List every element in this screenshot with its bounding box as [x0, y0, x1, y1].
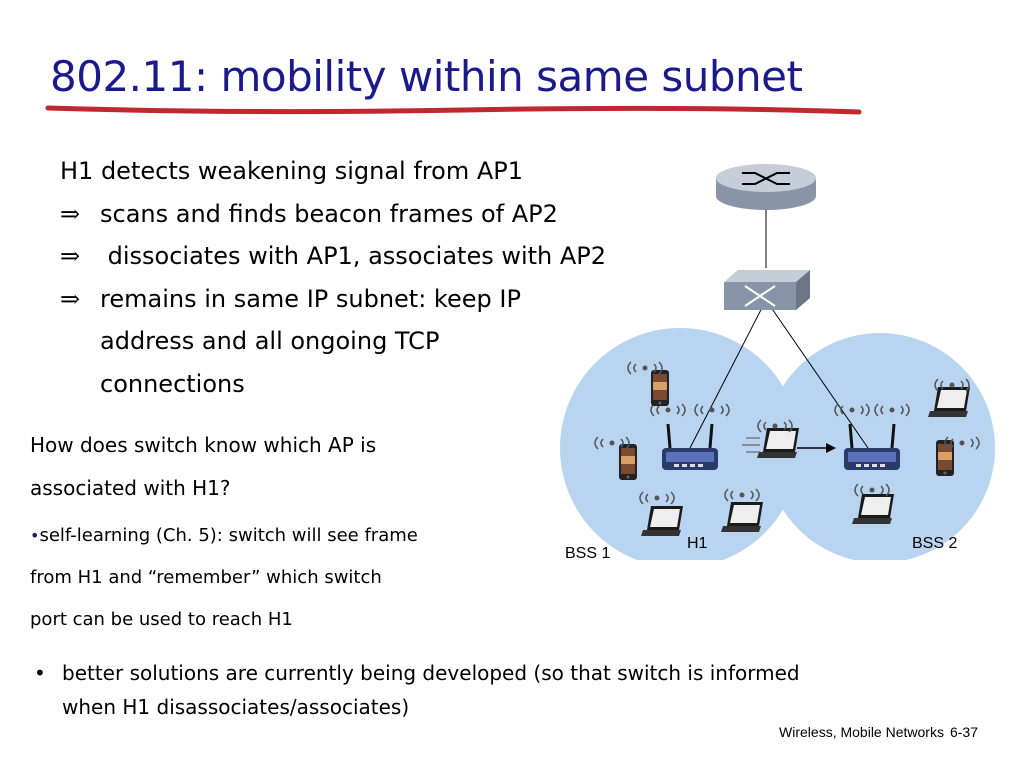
mobile-host-h1-icon: [742, 419, 799, 458]
question-text: How does switch know which AP is associa…: [30, 433, 377, 500]
title-underline: [45, 105, 862, 115]
implies-arrow: ⇒: [60, 242, 81, 270]
network-diagram: BSS 1 BSS 2 H1: [560, 164, 995, 560]
bullet-line-4: ⇒remains in same IP subnet: keep IP: [60, 278, 606, 321]
bullet-continuation: address and all ongoing TCP: [100, 327, 440, 355]
switch-icon: [724, 270, 810, 310]
bullet-dot: •: [34, 661, 46, 685]
bss1-coverage-area: [560, 328, 800, 560]
switch-ap1-link: [689, 299, 767, 449]
footer-section: Wireless, Mobile Networks: [779, 724, 944, 740]
implies-arrow: ⇒: [60, 199, 81, 228]
self-learning-note: •self-learning (Ch. 5): switch will see …: [30, 525, 418, 630]
implies-arrow: ⇒: [60, 284, 81, 313]
movement-arrow: [797, 443, 836, 453]
bullet-line-1: H1 detects weakening signal from AP1: [60, 157, 523, 185]
bss1-label: BSS 1: [565, 545, 610, 560]
bullet-line-3: ⇒ dissociates with AP1, associates with …: [60, 235, 606, 278]
bss2-label: BSS 2: [912, 535, 957, 552]
slide-title: 802.11: mobility within same subnet: [50, 52, 803, 101]
switch-ap2-link: [765, 299, 869, 449]
bss2-coverage-area: [765, 333, 995, 560]
page-number: 6-37: [949, 724, 978, 740]
bullet-dot: •: [30, 526, 40, 545]
router-icon: [716, 164, 816, 210]
h1-label: H1: [687, 535, 708, 552]
bullet-line-2: ⇒scans and finds beacon frames of AP2: [60, 193, 606, 236]
slide-footer: Wireless, Mobile Networks 6-37: [779, 724, 978, 740]
bottom-bullet: •better solutions are currently being de…: [34, 656, 800, 724]
main-bullet-list: H1 detects weakening signal from AP1 ⇒sc…: [60, 150, 606, 405]
bullet-continuation: connections: [100, 369, 245, 398]
